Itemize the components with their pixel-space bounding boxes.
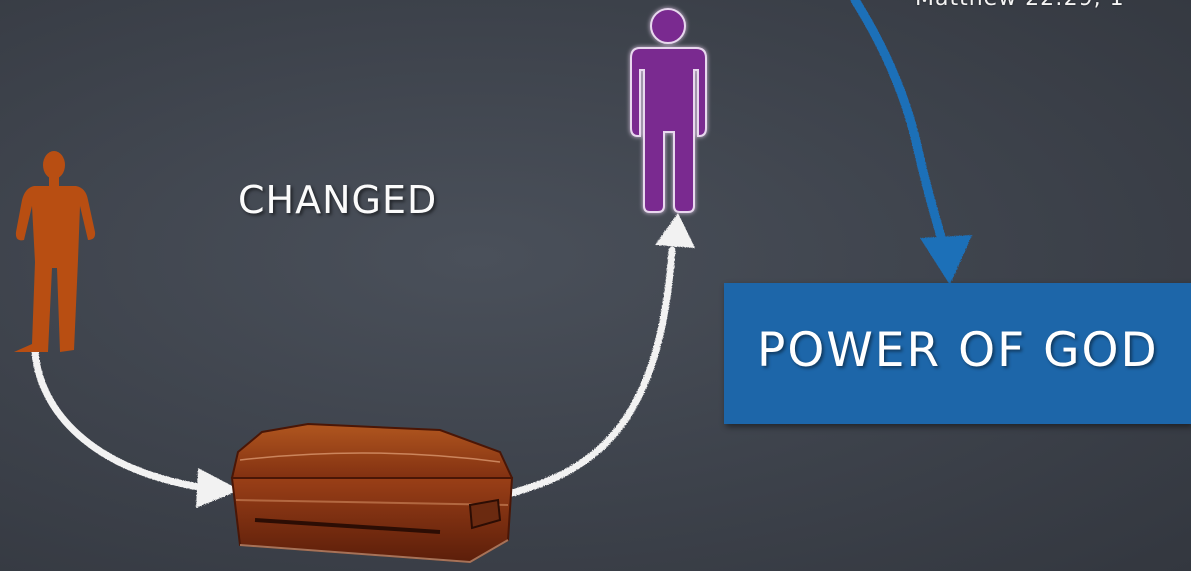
- white-chalk-arrow-to-coffin-icon: [35, 352, 240, 508]
- new-man-person-icon: [631, 9, 706, 212]
- blue-chalk-arrow-icon: [855, 0, 972, 285]
- power-of-god-box: POWER OF GOD: [724, 283, 1191, 424]
- old-man-silhouette-icon: [14, 151, 95, 352]
- power-of-god-label: POWER OF GOD: [757, 323, 1159, 378]
- coffin-icon: [232, 424, 512, 562]
- changed-label: CHANGED: [238, 178, 437, 222]
- white-chalk-arrow-to-new-man-icon: [508, 213, 695, 494]
